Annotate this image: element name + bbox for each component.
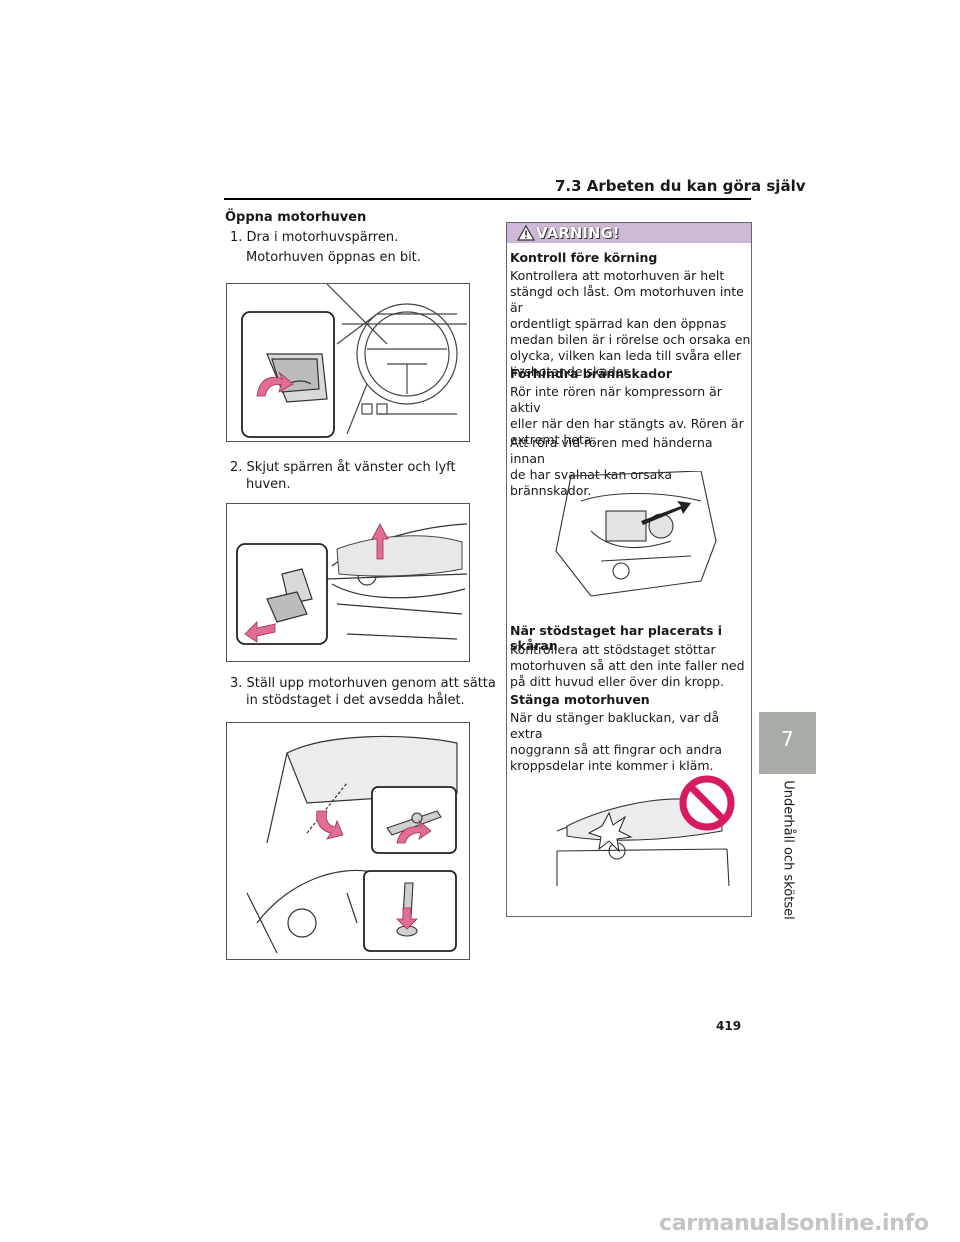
rotate-arrow-icon bbox=[396, 819, 432, 844]
step-1-number: 1. bbox=[230, 230, 243, 245]
text-line: livshotande skador. bbox=[510, 364, 632, 379]
warning-text-rod: Kontrollera att stödstaget stöttar motor… bbox=[510, 642, 745, 690]
warning-text-burns: Rör inte rören när kompressorn är aktiv … bbox=[510, 384, 751, 448]
step-3-text: Ställ upp motorhuven genom att sätta bbox=[246, 676, 496, 691]
warning-heading-rod: När stödstaget har placerats i skåran bbox=[510, 623, 723, 653]
warning-title: VARNING! bbox=[536, 224, 620, 242]
step-1: 1. Dra i motorhuvspärren. bbox=[230, 229, 398, 246]
text-line: Kontrollera att motorhuven är helt bbox=[510, 268, 725, 283]
warning-heading-check: Kontroll före körning bbox=[510, 250, 658, 265]
engine-bay-illustration bbox=[555, 471, 717, 597]
warning-heading-close: Stänga motorhuven bbox=[510, 692, 650, 707]
text-line: extremt heta. bbox=[510, 432, 596, 447]
heading-open-hood: Öppna motorhuven bbox=[225, 210, 367, 225]
lift-arrow-icon bbox=[371, 523, 389, 560]
text-line: När du stänger bakluckan, var då extra bbox=[510, 710, 720, 741]
text-line: noggrann så att fingrar och andra bbox=[510, 742, 723, 757]
warning-banner: VARNING! bbox=[507, 223, 751, 243]
pointer-arrow-icon bbox=[641, 501, 691, 525]
watermark-logo: carmanualsonline.info bbox=[659, 1211, 929, 1236]
step-3: 3. Ställ upp motorhuven genom att sätta bbox=[230, 675, 496, 692]
step-3-continued: in stödstaget i det avsedda hålet. bbox=[246, 693, 465, 708]
figure-support-rod bbox=[226, 722, 470, 960]
figure-hood-latch bbox=[226, 503, 470, 662]
text-line: på ditt huvud eller över din kropp. bbox=[510, 674, 725, 689]
warning-text-burns-2: Att röra vid rören med händerna innan de… bbox=[510, 435, 751, 499]
slide-left-arrow-icon bbox=[244, 621, 276, 643]
warning-triangle-icon bbox=[517, 225, 535, 241]
inset-frame bbox=[236, 543, 328, 645]
step-2-number: 2. bbox=[230, 460, 243, 475]
step-1-text: Dra i motorhuvspärren. bbox=[246, 230, 399, 245]
text-line: Kontrollera att stödstaget stöttar bbox=[510, 642, 716, 657]
prohibition-icon bbox=[679, 775, 735, 831]
header-divider bbox=[224, 198, 751, 200]
warning-text-close: När du stänger bakluckan, var då extra n… bbox=[510, 710, 751, 774]
pull-arrow-icon bbox=[256, 371, 294, 397]
closing-hood-illustration bbox=[556, 775, 735, 887]
text-line: de har svalnat kan orsaka brännskador. bbox=[510, 467, 673, 498]
text-line: eller när den har stängts av. Rören är bbox=[510, 416, 744, 431]
text-line: kroppsdelar inte kommer i kläm. bbox=[510, 758, 714, 773]
insert-arrow-icon bbox=[396, 907, 418, 930]
step-2-text: Skjut spärren åt vänster och lyft bbox=[246, 460, 456, 475]
text-line: ordentligt spärrad kan den öppnas bbox=[510, 316, 727, 331]
page-number: 419 bbox=[716, 1019, 742, 1033]
hood-latch-illustration bbox=[236, 523, 468, 645]
chapter-label: Underhåll och skötsel bbox=[778, 780, 798, 919]
warning-text-check: Kontrollera att motorhuven är helt stäng… bbox=[510, 268, 751, 380]
pinch-burst-icon bbox=[587, 811, 633, 853]
rod-arrow-icon bbox=[316, 810, 344, 840]
step-1-note: Motorhuven öppnas en bit. bbox=[246, 250, 421, 265]
text-line: medan bilen är i rörelse och orsaka en bbox=[510, 332, 751, 347]
step-3-number: 3. bbox=[230, 676, 243, 691]
chapter-label-text: Underhåll och skötsel bbox=[780, 780, 796, 920]
warning-box: VARNING! Kontroll före körning Kontrolle… bbox=[506, 222, 752, 917]
text-line: Att röra vid rören med händerna innan bbox=[510, 435, 713, 466]
text-line: stängd och låst. Om motorhuven inte är bbox=[510, 284, 744, 315]
hood-release-illustration bbox=[241, 284, 467, 438]
figure-hood-release bbox=[226, 283, 470, 442]
step-2-continued: huven. bbox=[246, 477, 291, 492]
text-line: Rör inte rören när kompressorn är aktiv bbox=[510, 384, 722, 415]
text-line: olycka, vilken kan leda till svåra eller bbox=[510, 348, 742, 363]
text-line: motorhuven så att den inte faller ned bbox=[510, 658, 745, 673]
support-rod-illustration bbox=[246, 735, 458, 954]
warning-heading-burns: Förhindra brännskador bbox=[510, 366, 672, 381]
section-title: 7.3 Arbeten du kan göra själv bbox=[555, 177, 806, 195]
step-2: 2. Skjut spärren åt vänster och lyft bbox=[230, 459, 456, 476]
chapter-tab bbox=[759, 712, 816, 774]
chapter-number: 7 bbox=[781, 727, 794, 751]
